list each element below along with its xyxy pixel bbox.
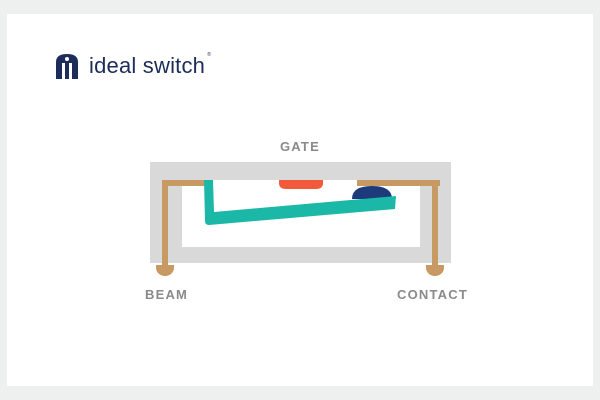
cantilever-beam (204, 180, 396, 225)
frame-right-post (432, 180, 438, 266)
beam-anchor-foot (156, 265, 174, 276)
content-card (7, 14, 593, 386)
contact-foot (426, 265, 444, 276)
brand-name: ideal switch ® (89, 53, 211, 78)
gate-label: GATE (280, 139, 320, 154)
trademark-symbol: ® (207, 52, 212, 58)
brand-name-text: ideal switch (89, 53, 206, 78)
frame-top-right (357, 180, 440, 186)
housing-top (150, 162, 451, 180)
beam-label: BEAM (145, 287, 189, 302)
ideal-switch-logo[interactable]: ideal switch ® (54, 52, 211, 80)
contact-label: CONTACT (397, 287, 468, 302)
gate-electrode (279, 180, 323, 189)
frame-left-post (162, 180, 168, 266)
ideal-switch-logo-icon (56, 54, 78, 79)
contact-pad (352, 186, 392, 199)
housing-bottom (150, 247, 451, 263)
frame-top-left (162, 180, 206, 186)
